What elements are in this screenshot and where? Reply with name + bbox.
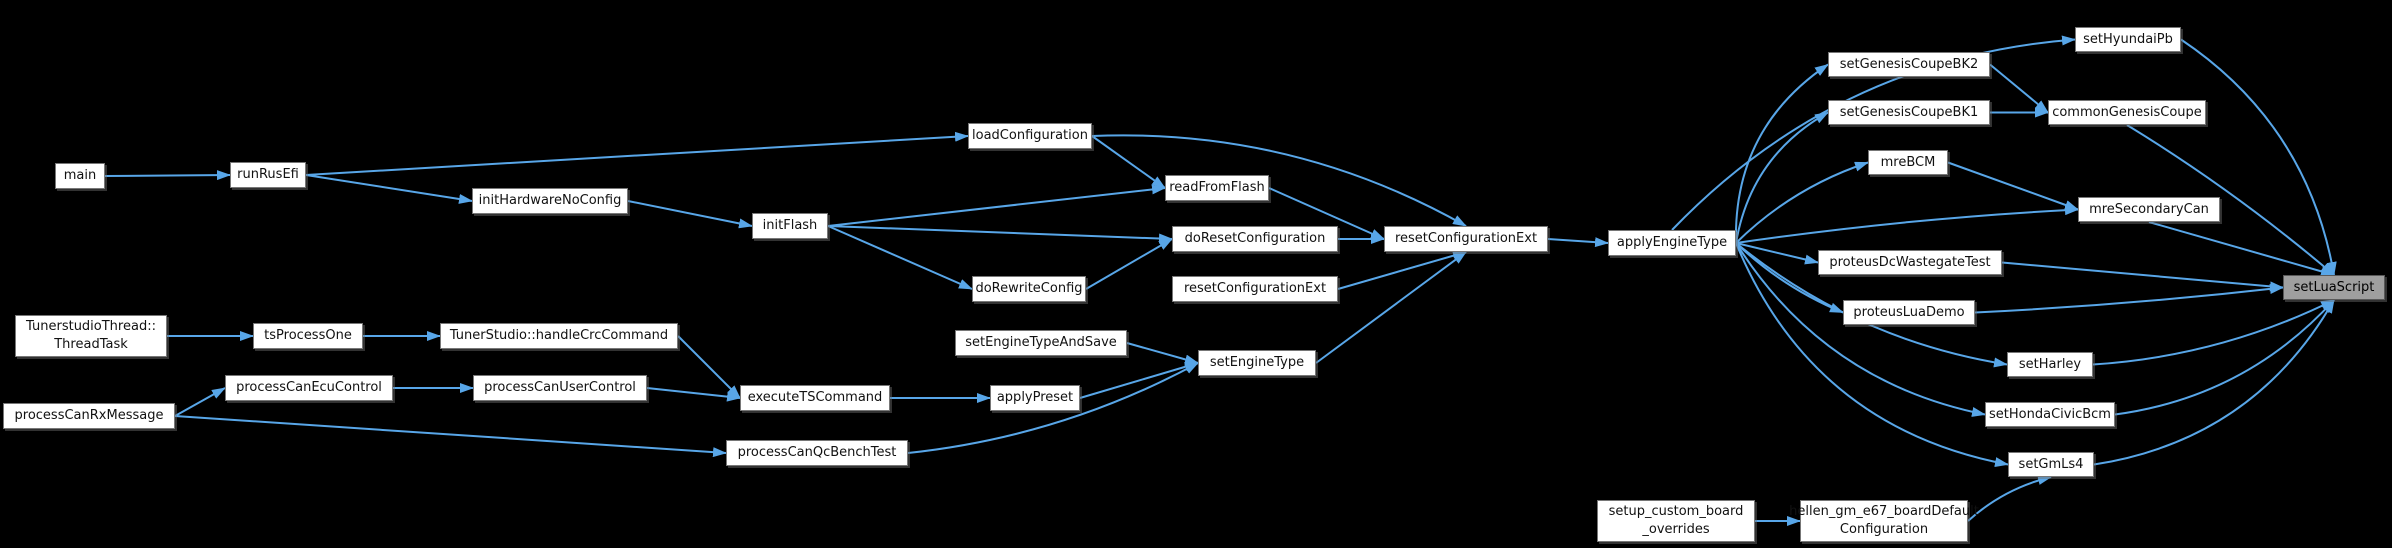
- edge-applyEngineType-to-setGmLs4: [1735, 242, 2009, 467]
- node-readFromFlash[interactable]: readFromFlash: [1165, 175, 1269, 201]
- node-setGenesisCoupeBK1[interactable]: setGenesisCoupeBK1: [1828, 100, 1990, 125]
- node-runRusEfi[interactable]: runRusEfi: [230, 162, 306, 188]
- node-setHarley[interactable]: setHarley: [2007, 352, 2093, 377]
- node-processCanRxMessage[interactable]: processCanRxMessage: [3, 403, 175, 429]
- edge-mreBCM-to-mreSecondaryCan: [1947, 161, 2079, 211]
- edge-setEngineType-to-resetConfigurationExt: [1315, 251, 1467, 364]
- edge-proteusLuaDemo-to-setLuaScript: [1974, 284, 2284, 314]
- edge-setHondaCivicBcm-to-setLuaScript: [2114, 299, 2335, 416]
- edge-initFlash-to-doRewriteConfig: [827, 225, 973, 290]
- node-setGmLs4[interactable]: setGmLs4: [2008, 452, 2094, 477]
- node-setupCustomBoardOverrides[interactable]: setup_custom_board _overrides: [1597, 500, 1755, 542]
- edge-applyEngineType-to-setHondaCivicBcm: [1735, 242, 1986, 417]
- edge-loadConfiguration-to-readFromFlash: [1091, 135, 1166, 189]
- node-initFlash[interactable]: initFlash: [752, 213, 828, 239]
- node-main[interactable]: main: [55, 163, 105, 189]
- edge-setEngineTypeAndSave-to-setEngineType: [1126, 342, 1199, 365]
- node-tsProcessOne[interactable]: tsProcessOne: [253, 323, 363, 349]
- node-processCanQcBenchTest[interactable]: processCanQcBenchTest: [726, 440, 908, 466]
- edge-resetConfigurationExt-to-applyEngineType: [1547, 237, 1609, 248]
- edge-processCanRxMessage-to-processCanQcBenchTest: [174, 415, 727, 458]
- edge-commonGenesisCoupe-to-setLuaScript: [2126, 124, 2335, 276]
- edge-setHyundaiPb-to-setLuaScript: [2180, 38, 2337, 276]
- edge-applyEngineType-to-setHyundaiPb: [1671, 35, 2076, 231]
- node-handleCrcCommand[interactable]: TunerStudio::handleCrcCommand: [440, 323, 678, 349]
- edge-resetConfigurationExt2-to-resetConfigurationExt: [1337, 250, 1467, 290]
- node-resetConfigurationExt2[interactable]: resetConfigurationExt: [1172, 276, 1338, 302]
- edge-applyPreset-to-setEngineType: [1079, 361, 1199, 399]
- node-resetConfigurationExt[interactable]: resetConfigurationExt: [1384, 226, 1548, 252]
- edge-applyEngineType-to-mreSecondaryCan: [1735, 205, 2079, 244]
- node-commonGenesisCoupe[interactable]: commonGenesisCoupe: [2048, 100, 2206, 125]
- node-proteusDcWastegateTest[interactable]: proteusDcWastegateTest: [1818, 250, 2002, 275]
- edge-runRusEfi-to-initHardwareNoConfig: [305, 174, 473, 204]
- node-loadConfiguration[interactable]: loadConfiguration: [968, 123, 1092, 149]
- edge-initHardwareNoConfig-to-initFlash: [627, 200, 753, 229]
- node-processCanEcuControl[interactable]: processCanEcuControl: [225, 375, 393, 401]
- node-setGenesisCoupeBK2[interactable]: setGenesisCoupeBK2: [1828, 52, 1990, 77]
- edge-processCanUserControl-to-executeTSCommand: [646, 387, 741, 402]
- node-applyPreset[interactable]: applyPreset: [990, 385, 1080, 411]
- node-mreSecondaryCan[interactable]: mreSecondaryCan: [2078, 197, 2220, 222]
- edge-processCanRxMessage-to-processCanEcuControl: [174, 387, 226, 417]
- node-initHardwareNoConfig[interactable]: initHardwareNoConfig: [472, 188, 628, 214]
- node-setEngineType[interactable]: setEngineType: [1198, 350, 1316, 376]
- node-doResetConfiguration[interactable]: doResetConfiguration: [1172, 226, 1338, 252]
- node-setEngineTypeAndSave[interactable]: setEngineTypeAndSave: [955, 330, 1127, 356]
- edge-setGenesisCoupeBK2-to-commonGenesisCoupe: [1989, 63, 2049, 114]
- node-setHondaCivicBcm[interactable]: setHondaCivicBcm: [1985, 402, 2115, 427]
- edge-proteusDcWastegateTest-to-setLuaScript: [2001, 261, 2284, 292]
- edge-applyEngineType-to-proteusDcWastegateTest: [1735, 242, 1819, 265]
- edge-applyEngineType-to-setGenesisCoupeBK1: [1735, 111, 1829, 244]
- node-processCanUserControl[interactable]: processCanUserControl: [473, 375, 647, 401]
- node-doRewriteConfig[interactable]: doRewriteConfig: [972, 276, 1086, 302]
- node-applyEngineType[interactable]: applyEngineType: [1608, 230, 1736, 256]
- edge-hellenGmE67-to-setGmLs4: [1967, 475, 2052, 522]
- edge-setGmLs4-to-setLuaScript: [2093, 299, 2335, 466]
- edge-applyEngineType-to-setGenesisCoupeBK2: [1734, 63, 1829, 244]
- edge-initFlash-to-readFromFlash: [827, 184, 1166, 227]
- node-mreBCM[interactable]: mreBCM: [1868, 150, 1948, 175]
- edge-handleCrcCommand-to-executeTSCommand: [677, 335, 741, 399]
- edge-loadConfiguration-to-resetConfigurationExt: [1091, 134, 1467, 227]
- node-executeTSCommand[interactable]: executeTSCommand: [740, 385, 890, 411]
- edge-mreSecondaryCan-to-setLuaScript: [2148, 221, 2335, 277]
- edge-processCanQcBenchTest-to-setEngineType: [907, 362, 1199, 454]
- edge-runRusEfi-to-loadConfiguration: [305, 131, 969, 176]
- edge-readFromFlash-to-resetConfigurationExt: [1268, 187, 1385, 240]
- node-proteusLuaDemo[interactable]: proteusLuaDemo: [1843, 300, 1975, 325]
- edge-applyEngineType-to-mreBCM: [1735, 161, 1869, 244]
- edge-initFlash-to-doResetConfiguration: [827, 225, 1173, 244]
- edge-main-to-runRusEfi: [104, 170, 231, 181]
- edge-doRewriteConfig-to-doResetConfiguration: [1085, 238, 1173, 290]
- node-setHyundaiPb[interactable]: setHyundaiPb: [2075, 27, 2181, 52]
- node-hellenGmE67[interactable]: hellen_gm_e67_boardDefault Configuration: [1789, 500, 1979, 542]
- node-threadTask[interactable]: TunerstudioThread:: ThreadTask: [15, 315, 167, 357]
- node-setLuaScript[interactable]: setLuaScript: [2283, 275, 2385, 300]
- edge-setHarley-to-setLuaScript: [2092, 299, 2335, 366]
